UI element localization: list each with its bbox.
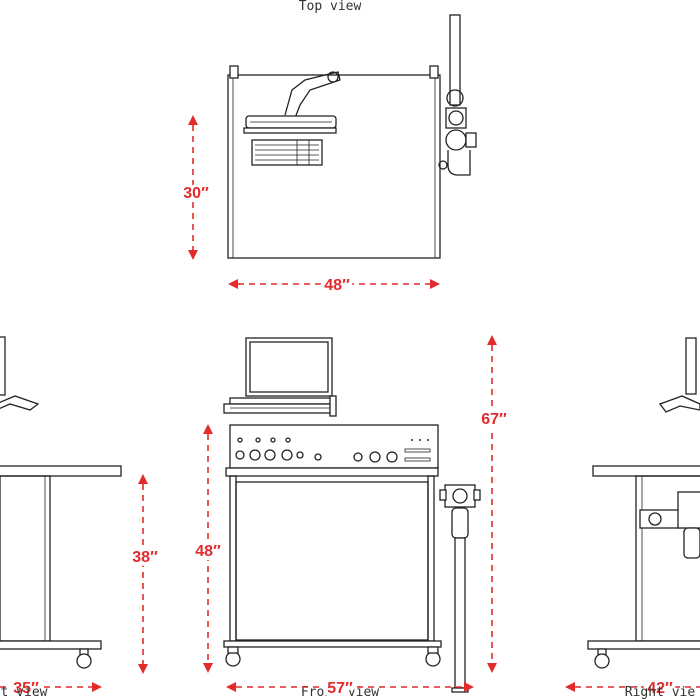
- top-depth-label: 30″: [183, 185, 209, 202]
- front-height-total-dimension: 67″: [477, 335, 511, 673]
- front-width-label: 57″: [327, 680, 353, 697]
- left-height-dimension: 38″: [128, 474, 162, 674]
- top-view-label: Top view: [299, 0, 362, 14]
- pipe-valve: [438, 14, 477, 176]
- right-view-label: Right vie: [625, 685, 696, 700]
- monitor-arm: [243, 71, 341, 134]
- right-width-dimension: 42″: [565, 676, 700, 700]
- left-height-label: 38″: [132, 549, 158, 566]
- front-table-frame: [223, 467, 442, 667]
- right-width-label: 42″: [647, 680, 673, 697]
- left-view: 38″ 35″ t view: [0, 336, 162, 700]
- top-view-table: [227, 74, 441, 259]
- front-width-dimension: 57″: [226, 676, 474, 700]
- top-width-dimension: 48″: [228, 273, 440, 298]
- top-view: Top view: [180, 0, 477, 298]
- left-width-label: 35″: [13, 680, 39, 697]
- front-height-table-dimension: 48″: [191, 424, 225, 673]
- front-monitor: [223, 337, 337, 417]
- left-view-label: t view: [1, 685, 48, 700]
- top-width-label: 48″: [324, 277, 350, 294]
- front-view-label: Front view: [301, 685, 379, 700]
- top-depth-dimension: 30″: [180, 115, 212, 260]
- left-width-dimension: 35″: [0, 676, 102, 700]
- keyboard: [251, 139, 323, 166]
- front-view: Front view 48″ 67″ 57″: [191, 335, 511, 700]
- right-view: 42″ Right vie: [565, 337, 700, 700]
- front-height-table-label: 48″: [195, 543, 221, 560]
- front-height-total-label: 67″: [481, 411, 507, 428]
- control-panel: [229, 424, 439, 469]
- front-filter-pipe: [439, 484, 481, 693]
